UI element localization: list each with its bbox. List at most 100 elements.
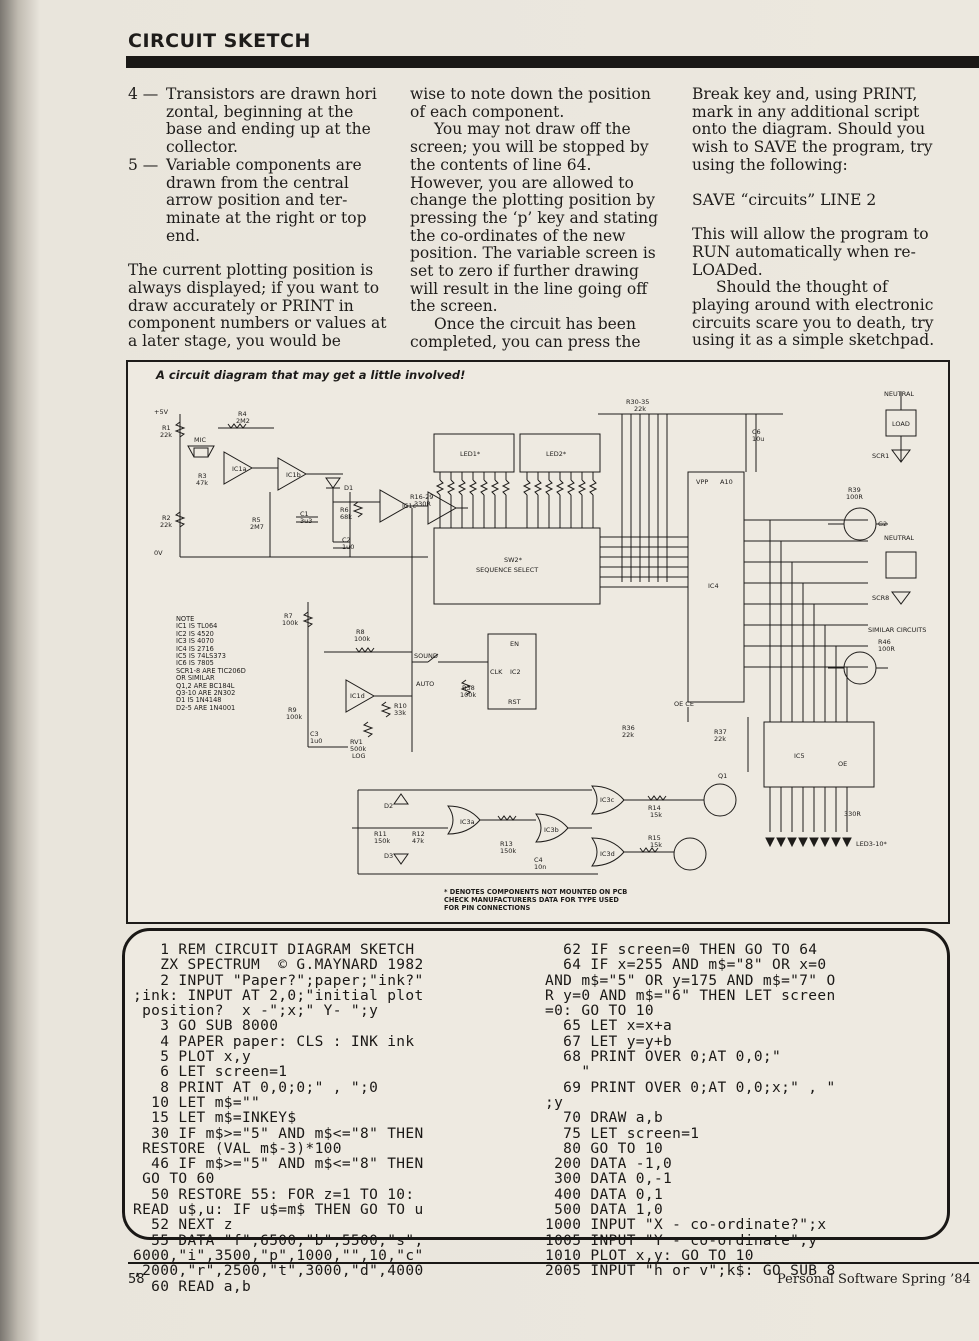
ladder-resistor (522, 479, 532, 496)
footnote-line: FOR PIN CONNECTIONS (444, 903, 531, 912)
component-label-rv1v: 500k (350, 745, 366, 753)
component-label-r3035: R30-35 (626, 398, 649, 406)
component-label-r11v: 150k (374, 837, 390, 845)
note-line: IC4 IS 2716 (176, 644, 214, 653)
component-label-r7: R7 (284, 612, 293, 620)
led-symbol (820, 837, 830, 848)
component-label-r12: R12 (412, 830, 425, 838)
figure-caption: A circuit diagram that may get a little … (156, 368, 466, 382)
led-symbol (776, 837, 786, 848)
code-line: 10 LET m$="" (133, 1094, 261, 1111)
magazine-name: Personal Software Spring ’84 (777, 1272, 971, 1287)
code-line: 1005 INPUT "Y - co-ordinate";y (545, 1232, 818, 1249)
code-line: 67 LET y=y+b (545, 1033, 673, 1050)
note-line: SCR1-8 ARE TIC206D (176, 666, 246, 675)
component-label-r15: R15 (648, 834, 661, 842)
code-line: 30 IF m$>="5" AND m$<="8" THEN (133, 1125, 424, 1142)
component-label-r3v: 47k (196, 479, 208, 487)
code-line: 500 DATA 1,0 (545, 1202, 664, 1219)
paragraph: You may not draw off the screen; you wil… (410, 120, 659, 316)
component-label-q2: G2 (878, 520, 887, 528)
component-label-r46: R46 (878, 638, 891, 646)
code-line: 8 PRINT AT 0,0;0;" , ";0 (133, 1079, 379, 1096)
code-line: 55 DATA "f",6500,"b",5500,"s", (133, 1232, 424, 1249)
component-label-r1629v: 330R (414, 500, 431, 508)
note-line: Q3-10 ARE 2N302 (176, 689, 236, 698)
code-line: 4 PAPER paper: CLS : INK ink (133, 1033, 415, 1050)
list-text: Transistors are drawn hori zontal, begin… (166, 85, 377, 157)
component-label-scr1: SCR1 (872, 452, 889, 460)
component-label-c6: C6 (752, 428, 761, 436)
circuit-schematic: +5VR122kR42M2MICR347kR222k0VIC1aIC1bIC1c… (154, 390, 926, 875)
note-line: IC5 IS 74LS373 (176, 652, 226, 661)
component-label-a10: A10 (720, 478, 733, 486)
code-line: 50 RESTORE 55: FOR z=1 TO 10: (133, 1186, 415, 1203)
program-listing: 1 REM CIRCUIT DIAGRAM SKETCH ZX SPECTRUM… (122, 928, 950, 1294)
component-label-neutral: NEUTRAL (884, 390, 914, 398)
component-label-c3: C3 (310, 730, 319, 738)
code-line: 15 LET m$=INKEY$ (133, 1110, 297, 1127)
paragraph: SAVE “circuits” LINE 2 (692, 190, 877, 209)
component-label-neutral-2: NEUTRAL (884, 534, 914, 542)
component-label-rst: RST (508, 698, 521, 706)
component-label-r37v: 22k (714, 735, 726, 743)
component-label-r9: R9 (288, 706, 297, 714)
component-label-c4: C4 (534, 856, 543, 864)
component-label-clk: CLK (490, 668, 503, 676)
component-label-r39v: 100R (846, 493, 863, 501)
component-label-d3: D3 (384, 852, 393, 860)
code-line: 200 DATA -1,0 (545, 1156, 673, 1173)
code-line: GO TO 60 (133, 1171, 215, 1188)
component-label-r9v: 100k (286, 713, 302, 721)
component-label-d1: D1 (344, 484, 353, 492)
component-label-c1v: 3u3 (300, 517, 312, 525)
component-label-r6: R6 (340, 506, 349, 514)
component-label-r38v: 100k (460, 691, 476, 699)
article-column-3: Break key and, using PRINT, mark in any … (692, 85, 937, 350)
code-line: AND m$="5" OR y=175 AND m$="7" O (545, 972, 836, 989)
component-label-c6v: 10u (752, 435, 764, 443)
code-line: 1010 PLOT x,y: GO TO 10 (545, 1247, 754, 1264)
component-label-r1: R1 (162, 424, 171, 432)
code-line: 69 PRINT OVER 0;AT 0,0;x;" , " (545, 1079, 836, 1096)
footer-rule (128, 1262, 979, 1264)
component-label-r15v: 15k (650, 841, 662, 849)
component-label-scr8: SCR8 (872, 594, 889, 602)
paragraph-gap (128, 245, 388, 262)
component-label-led2: LED2* (546, 450, 567, 458)
list-text: Variable components are drawn from the c… (166, 155, 367, 245)
component-label-r37: R37 (714, 728, 727, 736)
component-label-r13: R13 (500, 840, 513, 848)
listing-column-left: 1 REM CIRCUIT DIAGRAM SKETCH ZX SPECTRUM… (133, 942, 424, 1295)
component-label-r8: R8 (356, 628, 365, 636)
list-number: 5 — (128, 155, 159, 174)
article-column-1: 4 — Transistors are drawn hori zontal, be… (128, 85, 388, 351)
component-label-c1: C1 (300, 510, 309, 518)
ladder-resistor (457, 479, 467, 496)
component-label-c2v: 1u0 (342, 543, 354, 551)
component-label-r2: R2 (162, 514, 171, 522)
component-label-v5_top: +5V (154, 408, 169, 416)
ladder-resistor (479, 479, 489, 496)
component-label-r14v: 15k (650, 811, 662, 819)
code-line: 60 READ a,b (133, 1278, 252, 1295)
code-line: " (545, 1064, 591, 1081)
note-line: IC3 IS 4070 (176, 637, 214, 646)
code-line: 75 LET screen=1 (545, 1125, 700, 1142)
ladder-resistor (501, 479, 511, 496)
component-label-r5: R5 (252, 516, 261, 524)
component-label-r5v: 2M7 (250, 523, 264, 531)
section-title: CIRCUIT SKETCH (128, 30, 311, 52)
component-label-ic5: IC5 (794, 752, 805, 760)
led-symbol (787, 837, 797, 848)
list-number: 4 — (128, 85, 159, 103)
component-label-r38: R38 (462, 684, 475, 692)
component-label-oe: OE (838, 760, 847, 768)
code-line: 62 IF screen=0 THEN GO TO 64 (545, 942, 818, 958)
component-label-ic2: IC2 (510, 668, 521, 676)
component-label-r10: R10 (394, 702, 407, 710)
ladder-resistor (577, 479, 587, 496)
